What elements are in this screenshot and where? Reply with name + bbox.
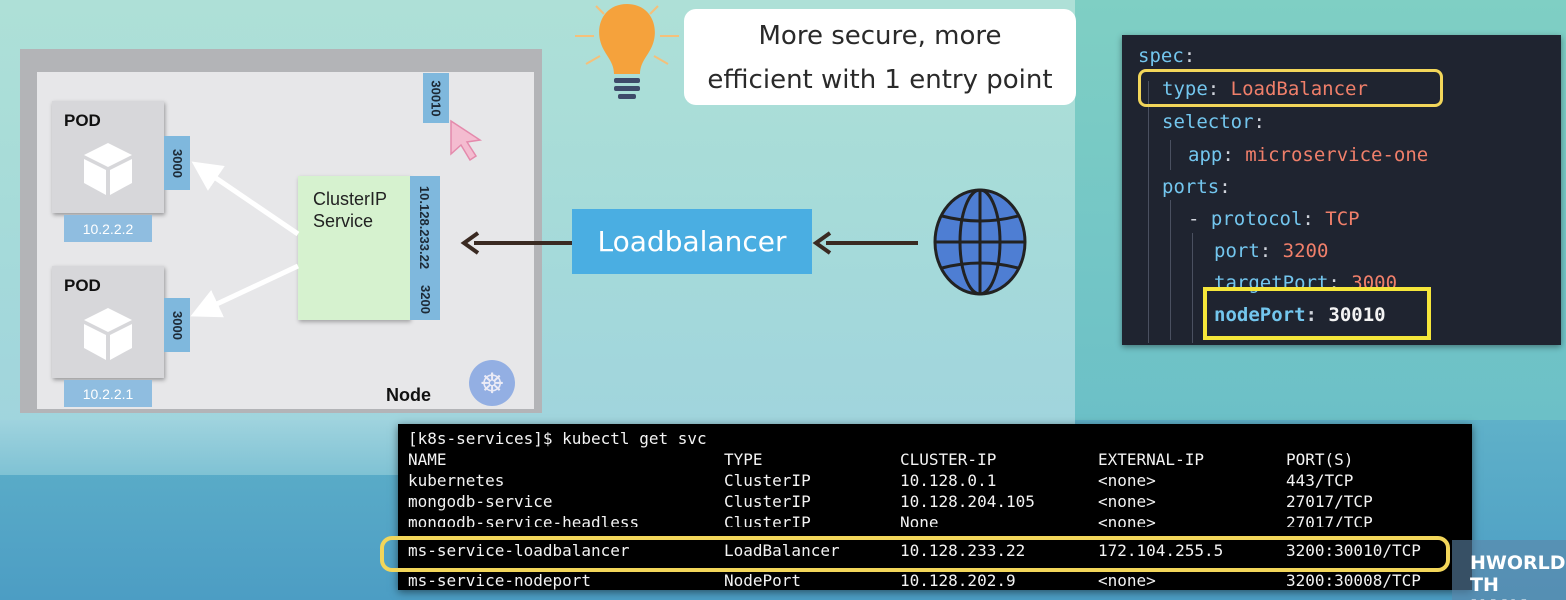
clusterip-service-line1: ClusterIP — [313, 189, 388, 209]
callout-line-1: More secure, more — [758, 21, 1002, 51]
loadbalancer-row-highlight — [380, 536, 1450, 572]
cursor-pointer-icon — [450, 119, 483, 162]
pod-2-port-tag: 3000 — [164, 298, 190, 352]
node-port-tag: 30010 — [423, 73, 449, 123]
header-external-ip: EXTERNAL-IP — [1098, 450, 1204, 469]
arrow-to-pod-1 — [191, 161, 300, 237]
indent-guide — [1192, 233, 1193, 343]
terminal-prompt: [k8s-services]$ kubectl get svc — [408, 429, 707, 448]
loadbalancer-box: Loadbalancer — [572, 209, 812, 274]
terminal-row: kubernetes ClusterIP 10.128.0.1 <none> 4… — [408, 471, 1354, 490]
yaml-line-app: app: microservice-one — [1188, 144, 1429, 166]
yaml-line-port: port: 3200 — [1214, 240, 1329, 262]
node-port-label: 30010 — [428, 79, 444, 117]
pod-2: POD — [52, 266, 164, 378]
header-type: TYPE — [724, 450, 763, 469]
pod-1-port: 3000 — [169, 148, 185, 178]
clusterip-service-label: ClusterIP Service — [313, 188, 387, 232]
node-label: Node — [386, 385, 431, 405]
container-cube-icon — [84, 143, 132, 195]
terminal-row: mongodb-service ClusterIP 10.128.204.105… — [408, 492, 1373, 511]
nodeport-highlight — [1203, 287, 1431, 340]
terminal-row: mongodb-service-headless ClusterIP None … — [408, 513, 1373, 527]
globe-icon — [933, 188, 1027, 296]
clusterip-ip: 10.128.233.22 — [417, 185, 433, 269]
brand-logo: HWORLD TH NANA — [1470, 552, 1566, 600]
brand-line-1: HWORLD — [1470, 552, 1566, 574]
brand-line-2: TH NANA — [1470, 574, 1531, 600]
yaml-line-ports: ports: — [1162, 176, 1231, 198]
pod-1-ip-tag: 10.2.2.2 — [64, 215, 152, 242]
pod-1-ip: 10.2.2.2 — [82, 220, 134, 237]
pod-2-port: 3000 — [169, 310, 185, 340]
service-to-pod-arrows — [190, 161, 300, 318]
header-name: NAME — [408, 450, 447, 469]
pod-1-port-tag: 3000 — [164, 136, 190, 190]
callout-line-2: efficient with 1 entry point — [707, 65, 1053, 95]
kubernetes-logo-icon: ☸ — [469, 360, 515, 406]
yaml-line-spec: spec: — [1138, 45, 1196, 67]
pod-2-ip-tag: 10.2.2.1 — [64, 380, 152, 407]
pod-2-ip: 10.2.2.1 — [82, 385, 134, 402]
indent-guide — [1170, 140, 1171, 170]
pod-2-label: POD — [64, 276, 101, 295]
clusterip-ip-tag: 10.128.233.22 — [410, 176, 440, 278]
terminal-window: [k8s-services]$ kubectl get svc NAME TYP… — [398, 424, 1472, 590]
pod-1: POD — [52, 101, 164, 213]
yaml-line-nodeport: nodePort: 30010 — [1214, 304, 1386, 326]
clusterip-service: ClusterIP Service — [298, 176, 410, 320]
loadbalancer-label: Loadbalancer — [597, 225, 787, 258]
lightbulb-icon — [575, 4, 679, 99]
terminal-row: ms-service-nodeport NodePort 10.128.202.… — [408, 571, 1421, 590]
yaml-line-type: type: LoadBalancer — [1162, 78, 1368, 100]
yaml-code-panel: spec: type: LoadBalancer selector: app: … — [1122, 35, 1561, 345]
header-ports: PORT(S) — [1286, 450, 1354, 469]
clusterip-port: 3200 — [417, 284, 433, 314]
header-cluster-ip: CLUSTER-IP — [900, 450, 997, 469]
yaml-line-protocol: - protocol: TCP — [1188, 208, 1360, 230]
lb-to-node-arrow — [460, 231, 572, 255]
indent-guide — [1148, 81, 1149, 343]
terminal-header-row: NAME TYPE CLUSTER-IP EXTERNAL-IP PORT(S) — [408, 449, 1468, 470]
container-cube-icon — [84, 308, 132, 360]
indent-guide — [1170, 200, 1171, 340]
callout-box: More secure, more efficient with 1 entry… — [684, 9, 1076, 105]
terminal-row-loadbalancer: ms-service-loadbalancer LoadBalancer 10.… — [408, 541, 1421, 560]
yaml-line-selector: selector: — [1162, 111, 1265, 133]
clusterip-service-line2: Service — [313, 211, 374, 231]
type-highlight — [1138, 69, 1443, 107]
clusterip-port-tag: 3200 — [410, 278, 440, 320]
brand-background — [1452, 540, 1566, 600]
internet-to-lb-arrow — [812, 231, 918, 255]
arrow-to-pod-2 — [190, 263, 300, 318]
pod-1-label: POD — [64, 111, 101, 130]
